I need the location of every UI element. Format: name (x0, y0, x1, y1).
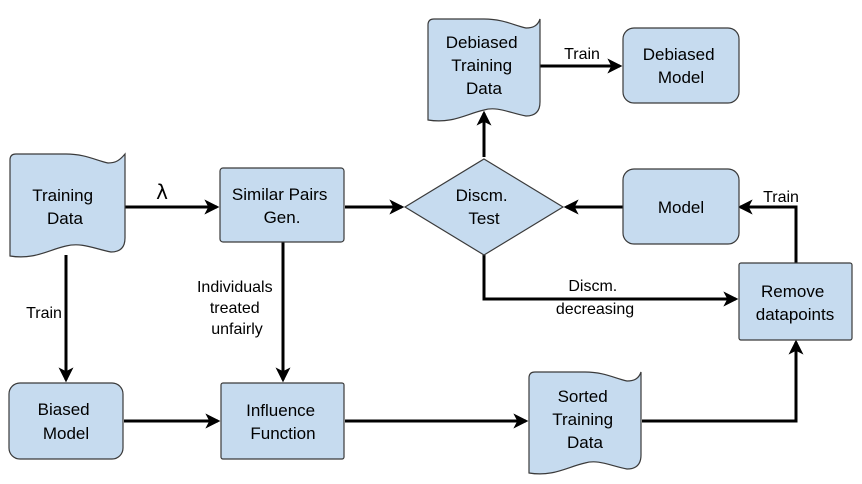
edge-discm-test-to-remove (482, 255, 739, 307)
remove-datapoints-node: Remove datapoints (738, 262, 853, 341)
debiased-model-label: Debiased Model (643, 45, 720, 87)
individuals-label: Individuals treated unfairly (197, 279, 277, 338)
influence-function-label: Influence Function (246, 401, 320, 443)
training-data-node: Training Data (9, 152, 126, 258)
process-box (220, 382, 345, 460)
remove-datapoints-label: Remove datapoints (756, 282, 834, 324)
edge-labels: λ Train Train Train Individuals treated … (26, 46, 799, 338)
discm-test-node: Discm. Test (403, 158, 565, 256)
model-label: Model (658, 198, 704, 217)
model-node: Model (622, 168, 740, 245)
discm-decreasing-label: Discm. decreasing (556, 278, 634, 318)
rounded-box (622, 27, 740, 104)
sorted-training-data-node: Sorted Training Data (528, 371, 642, 475)
training-data-label: Training Data (32, 186, 98, 228)
process-box (738, 262, 853, 341)
debiased-training-data-label: Debiased Training Data (446, 33, 523, 98)
biased-model-label: Biased Model (38, 400, 95, 443)
process-box (219, 167, 345, 243)
rounded-box (622, 168, 740, 245)
rounded-box (8, 382, 124, 460)
lambda-label: λ (156, 180, 168, 204)
edge-sorted-data-to-remove (642, 339, 804, 423)
influence-function-node: Influence Function (220, 382, 345, 460)
train-label-biased: Train (26, 305, 62, 322)
document-shape (528, 371, 642, 475)
edges (58, 58, 804, 429)
debiased-training-data-node: Debiased Training Data (427, 18, 541, 122)
similar-pairs-node: Similar Pairs Gen. (219, 167, 345, 243)
document-shape (427, 18, 541, 122)
edge-remove-to-model (737, 199, 798, 263)
train-label-model: Train (763, 189, 799, 206)
train-label-debiased: Train (564, 46, 600, 63)
decision-diamond (403, 158, 565, 256)
document-shape (9, 152, 126, 258)
discm-test-label: Discm. Test (456, 186, 513, 228)
biased-model-node: Biased Model (8, 382, 124, 460)
debiased-model-node: Debiased Model (622, 27, 740, 104)
sorted-training-data-label: Sorted Training Data (552, 387, 618, 452)
similar-pairs-label: Similar Pairs Gen. (232, 185, 332, 227)
